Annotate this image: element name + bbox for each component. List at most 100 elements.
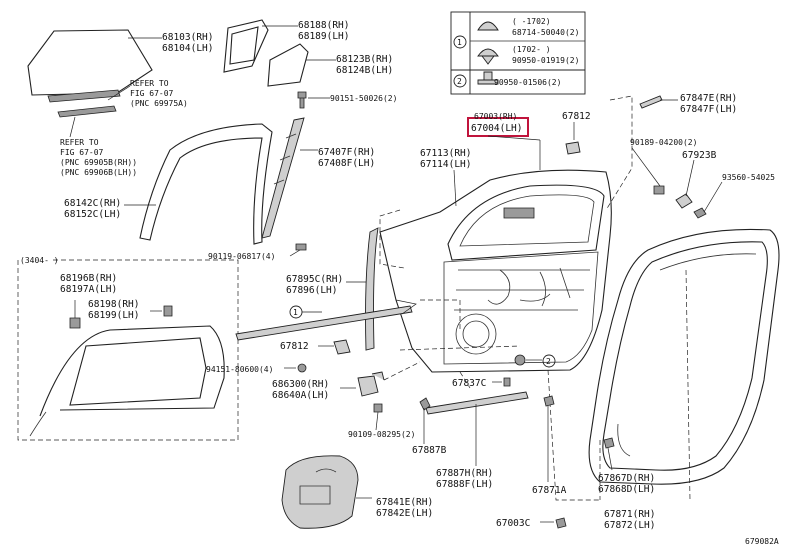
label-67895-rh: 67895C(RH) xyxy=(286,274,343,285)
label-68103-rh: 68103(RH) xyxy=(162,32,213,43)
label-refer2-b: FIG 67-07 xyxy=(60,148,104,157)
guide-left xyxy=(379,209,405,269)
door-handle-pocket xyxy=(503,207,535,219)
door-inner-panel xyxy=(443,251,599,365)
label-93560: 93560-54025 xyxy=(722,173,775,182)
inset-label: (3404- ) xyxy=(20,256,59,265)
inset-clip-68196 xyxy=(69,317,81,329)
clip-icon-a xyxy=(477,21,499,31)
label-90109: 90109-08295(2) xyxy=(348,430,415,439)
label-68142-lh: 68152C(LH) xyxy=(64,209,121,220)
label-67837: 67837C xyxy=(452,378,486,389)
legend-row1-bot-part: 90950-01919(2) xyxy=(512,56,579,65)
legend-row1-top: ( -1702) xyxy=(512,17,551,26)
door-hinge xyxy=(357,371,385,397)
door-weatherstrip xyxy=(588,228,780,485)
label-refer1-a: REFER TO xyxy=(130,79,169,88)
label-68630-rh: 686300(RH) xyxy=(272,379,329,390)
clip-icon-c xyxy=(477,71,499,85)
inset-window-opening xyxy=(69,337,207,406)
label-67923: 67923B xyxy=(682,150,717,161)
leader-refer1 xyxy=(107,85,131,101)
clip-67812-low xyxy=(333,339,351,355)
label-67867-rh: 67867D(RH) xyxy=(598,473,655,484)
guide-right xyxy=(685,269,691,501)
label-refer1-c: (PNC 69975A) xyxy=(130,99,188,108)
part-67923b xyxy=(675,193,693,209)
label-68196-lh: 68197A(LH) xyxy=(60,284,117,295)
door-glass-run xyxy=(139,123,273,245)
inset-clip-68198 xyxy=(163,305,173,317)
label-68142-rh: 68142C(RH) xyxy=(64,198,121,209)
label-67812-top: 67812 xyxy=(562,111,591,122)
glass-run-channel xyxy=(47,89,121,103)
speaker-hole-inner xyxy=(462,320,490,348)
lower-molding-67887 xyxy=(425,391,529,415)
division-bar xyxy=(261,117,305,239)
label-67812-low: 67812 xyxy=(280,341,309,352)
label-refer2-c: (PNC 69905B(RH)) xyxy=(60,158,137,167)
label-67407-rh: 67407F(RH) xyxy=(318,147,375,158)
fastener-legend: 1 2 ( -1702) 68714-50040(2) (1702- ) 909… xyxy=(450,11,586,95)
service-hole-cover xyxy=(281,455,359,529)
screw-90119 xyxy=(295,243,307,251)
legend-frame xyxy=(450,11,586,95)
inset-frame xyxy=(17,259,239,441)
label-67004: 67004(LH) xyxy=(471,123,522,134)
legend-marker-1-text: 1 xyxy=(457,38,462,47)
legend-row1-top-part: 68714-50040(2) xyxy=(512,28,579,37)
guide-hinge xyxy=(383,361,421,381)
label-67003: 67003(RH) xyxy=(474,112,517,121)
label-67407-lh: 67408F(LH) xyxy=(318,158,375,169)
figure-id: 679082A xyxy=(745,537,779,546)
lower-molding-clip xyxy=(419,397,431,411)
clip-67812-top xyxy=(565,141,581,155)
door-outer-panel xyxy=(379,169,612,373)
label-68188-rh: 68188(RH) xyxy=(298,20,349,31)
label-refer2-a: REFER TO xyxy=(60,138,99,147)
label-67847-lh: 67847F(LH) xyxy=(680,104,737,115)
label-68123-rh: 68123B(RH) xyxy=(336,54,393,65)
rear-door-panel xyxy=(379,169,612,373)
inset-door-outline xyxy=(39,325,225,417)
guide-lower-right xyxy=(547,369,600,501)
label-94151: 94151-80600(4) xyxy=(206,365,273,374)
weatherstrip-67847 xyxy=(639,95,663,109)
bolt-90109 xyxy=(373,403,383,413)
label-67841-rh: 67841E(RH) xyxy=(376,497,433,508)
nut-94151 xyxy=(297,363,307,373)
leader-67923 xyxy=(685,159,695,197)
marker-1-main-text: 1 xyxy=(293,308,298,317)
quarter-glass xyxy=(267,43,309,87)
label-68198-rh: 68198(RH) xyxy=(88,299,139,310)
label-68198-lh: 68199(LH) xyxy=(88,310,139,321)
part-67867d xyxy=(603,437,615,449)
label-67841-lh: 67842E(LH) xyxy=(376,508,433,519)
label-refer1-b: FIG 67-07 xyxy=(130,89,174,98)
label-67867-lh: 67868D(LH) xyxy=(598,484,655,495)
clip-67871a xyxy=(543,395,555,407)
callout-labels: 68103(RH) 68104(LH) 68188(RH) 68189(LH) … xyxy=(60,20,779,546)
inset-detail: (3404- ) xyxy=(17,256,239,441)
door-glass-drawing xyxy=(27,29,162,138)
label-68123-lh: 68124B(LH) xyxy=(336,65,393,76)
clip-near-marker-2 xyxy=(514,354,526,366)
label-90151: 90151-50026(2) xyxy=(330,94,397,103)
label-67113-rh: 67113(RH) xyxy=(420,148,471,159)
belt-molding xyxy=(235,305,413,341)
weatherstrip-inner xyxy=(602,241,768,471)
clip-icon-b xyxy=(477,48,499,65)
bolt-90151 xyxy=(297,91,307,109)
legend-marker-2 xyxy=(453,74,467,88)
label-67871a: 67871A xyxy=(532,485,567,496)
clip-67003c xyxy=(555,517,567,529)
marker-2-main xyxy=(542,354,556,368)
legend-row1-bot: (1702- ) xyxy=(512,45,551,54)
label-67887h-rh: 67887H(RH) xyxy=(436,468,493,479)
label-90189: 90189-04200(2) xyxy=(630,138,697,147)
inner-panel-details xyxy=(487,267,571,307)
label-68188-lh: 68189(LH) xyxy=(298,31,349,42)
clip-67837c xyxy=(503,377,511,387)
label-67871-rh: 67871(RH) xyxy=(604,509,655,520)
